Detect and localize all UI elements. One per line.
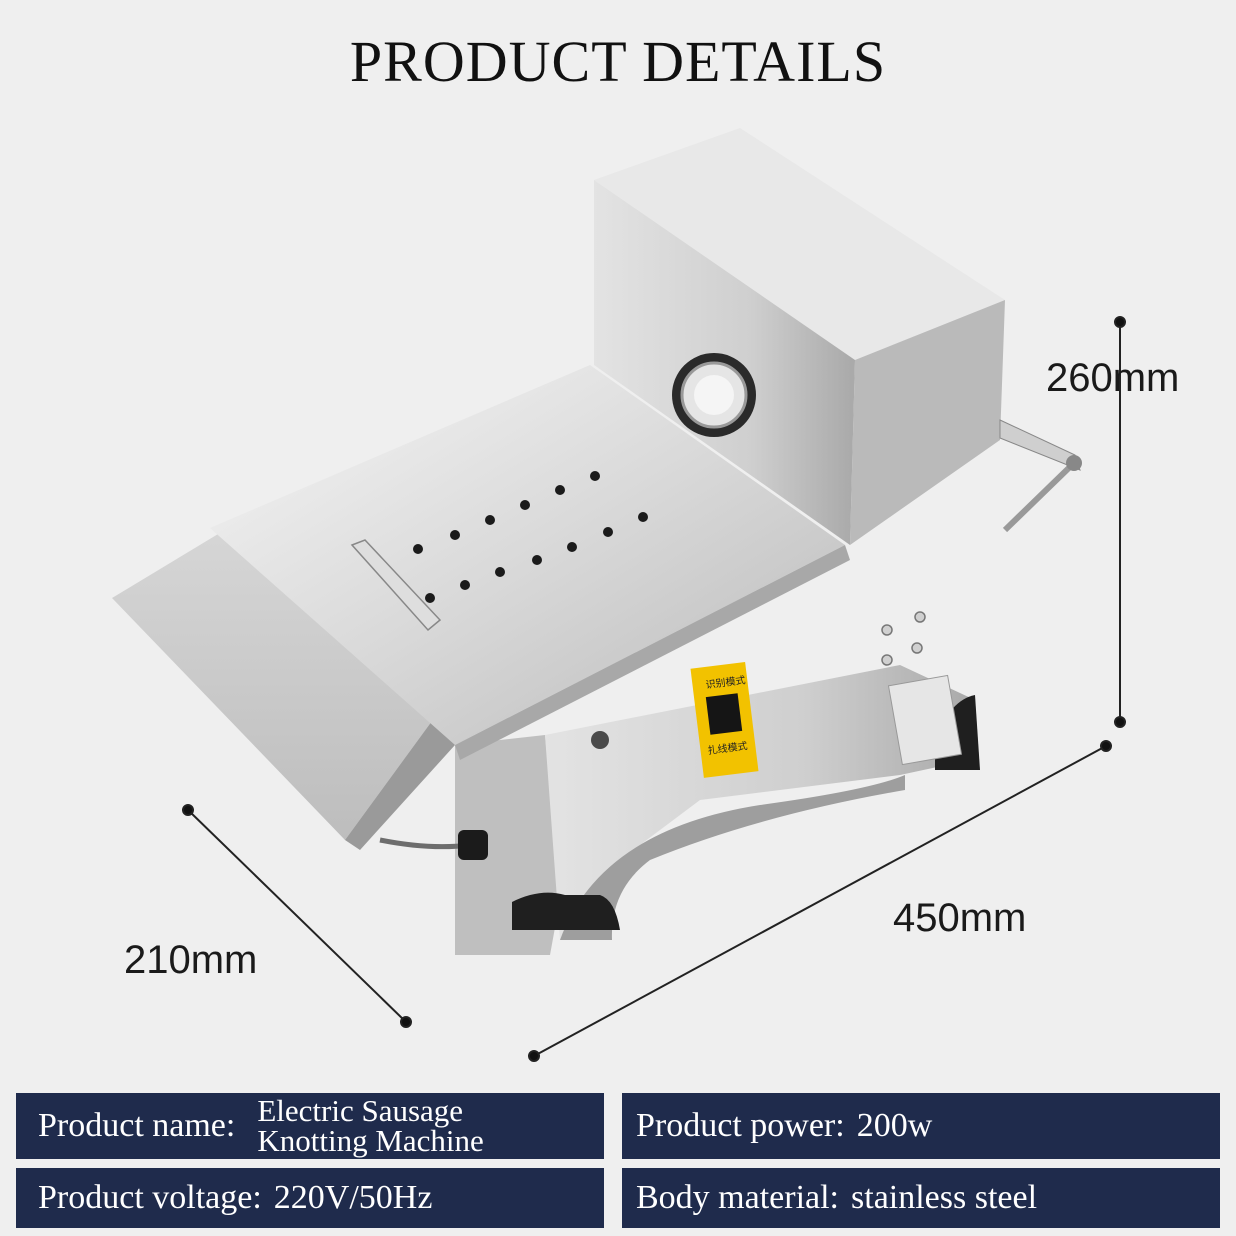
spec-value-stack: Electric Sausage Knotting Machine <box>257 1093 484 1158</box>
spec-value: 220V/50Hz <box>273 1179 433 1216</box>
rocker-switch <box>705 693 743 735</box>
spec-product-name: Product name: Electric Sausage Knotting … <box>16 1093 604 1159</box>
width-dimension-line <box>187 809 407 1023</box>
length-label: 450mm <box>893 896 1027 940</box>
spec-label: Product name: <box>38 1107 236 1144</box>
spec-body-material: Body material: stainless steel <box>622 1168 1220 1228</box>
length-dimension-line <box>533 745 1107 1057</box>
spec-product-power: Product power: 200w <box>622 1093 1220 1159</box>
spec-label: Product power: <box>636 1107 845 1144</box>
side-screws <box>881 611 926 666</box>
spec-value-line2: Knotting Machine <box>257 1123 484 1158</box>
spec-value: 200w <box>856 1107 933 1144</box>
sausage-knotting-machine: 识别模式 扎线模式 <box>112 128 1082 955</box>
spec-label: Body material: <box>636 1179 840 1216</box>
spec-value-line1: Electric Sausage <box>257 1093 464 1128</box>
cable-gland <box>458 830 488 860</box>
guide-rail <box>350 539 442 632</box>
nameplate <box>887 674 963 766</box>
dimension-lines <box>182 316 1126 1062</box>
spec-label: Product voltage: <box>38 1179 262 1216</box>
indicator-light <box>591 731 609 749</box>
width-label: 210mm <box>124 938 258 982</box>
page-title: PRODUCT DETAILS <box>349 29 887 94</box>
foot-front <box>512 892 620 930</box>
height-label: 260mm <box>1046 356 1180 400</box>
spec-value: stainless steel <box>851 1179 1038 1216</box>
plate-holes <box>413 471 648 603</box>
spec-product-voltage: Product voltage: 220V/50Hz <box>16 1168 604 1228</box>
